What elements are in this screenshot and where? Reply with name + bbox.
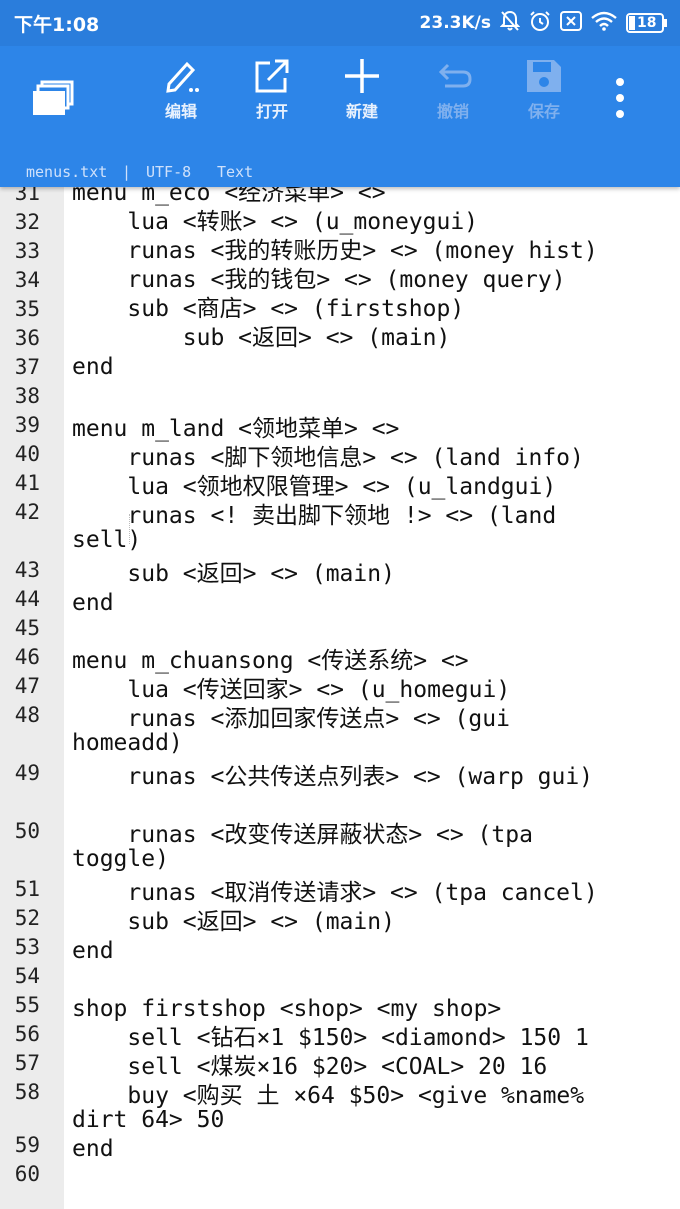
- line-text: end: [72, 1136, 114, 1162]
- line-text: shop firstshop <shop> <my shop>: [72, 996, 502, 1022]
- line-text: runas <! 卖出脚下领地 !> <> (land sell): [72, 503, 557, 553]
- line-number: 33: [14, 239, 40, 263]
- line-number: 57: [14, 1051, 40, 1075]
- line-number: 51: [14, 877, 40, 901]
- line-number: 37: [14, 355, 40, 379]
- info-separator: |: [122, 163, 132, 181]
- edit-label: 编辑: [164, 102, 197, 121]
- line-number: 40: [14, 442, 40, 466]
- open-label: 打开: [255, 102, 288, 121]
- line-number: 44: [14, 587, 40, 611]
- line-number: 52: [14, 906, 40, 930]
- line-text: sell <煤炭×16 $20> <COAL> 20 16: [72, 1054, 548, 1080]
- line-text: runas <脚下领地信息> <> (land info): [72, 445, 584, 471]
- floppy-disk-icon: [527, 60, 561, 92]
- line-number: 56: [14, 1022, 40, 1046]
- save-button[interactable]: 保存: [509, 56, 579, 136]
- line-number: 47: [14, 674, 40, 698]
- line-number: 49: [14, 761, 40, 785]
- status-bar: 下午1:08 23.3K/s 18: [0, 0, 680, 46]
- line-text: runas <我的转账历史> <> (money hist): [72, 238, 598, 264]
- plus-icon: [345, 59, 379, 93]
- tabs-menu-button[interactable]: [30, 80, 76, 120]
- new-label: 新建: [345, 102, 378, 121]
- more-options-button[interactable]: [608, 76, 632, 120]
- line-number: 36: [14, 326, 40, 350]
- undo-label: 撤销: [436, 102, 469, 121]
- line-text: end: [72, 590, 114, 616]
- battery-level: 18: [637, 15, 657, 31]
- line-number-gutter: [0, 187, 64, 1209]
- line-number: 32: [14, 210, 40, 234]
- pencil-icon: [166, 61, 199, 93]
- line-number: 58: [14, 1080, 40, 1104]
- open-button[interactable]: 打开: [237, 56, 307, 136]
- line-number: 46: [14, 645, 40, 669]
- line-text: lua <传送回家> <> (u_homegui): [72, 677, 511, 703]
- new-button[interactable]: 新建: [327, 56, 397, 136]
- line-text: menu m_chuansong <传送系统> <>: [72, 648, 469, 674]
- line-text: lua <转账> <> (u_moneygui): [72, 209, 479, 235]
- status-time: 下午1:08: [14, 14, 100, 36]
- file-encoding: UTF-8: [146, 163, 192, 181]
- toolbar: 编辑 打开 新建 撤销: [0, 46, 680, 148]
- file-name: menus.txt: [26, 163, 108, 181]
- line-number: 48: [14, 703, 40, 727]
- indent-guide: [129, 514, 130, 544]
- line-text: end: [72, 938, 114, 964]
- line-number: 42: [14, 500, 40, 524]
- battery-icon: 18: [626, 13, 668, 33]
- undo-icon: [438, 63, 472, 88]
- line-number: 38: [14, 384, 40, 408]
- line-text: end: [72, 354, 114, 380]
- line-number: 53: [14, 935, 40, 959]
- line-number: 34: [14, 268, 40, 292]
- line-text: sub <返回> <> (main): [72, 325, 451, 351]
- line-text: runas <公共传送点列表> <> (warp gui): [72, 764, 594, 790]
- more-vertical-icon: [616, 78, 624, 118]
- line-text: menu m_land <领地菜单> <>: [72, 416, 400, 442]
- save-label: 保存: [527, 102, 560, 121]
- line-number: 59: [14, 1133, 40, 1157]
- line-number: 60: [14, 1162, 40, 1186]
- line-text: runas <添加回家传送点> <> (gui homeadd): [72, 706, 510, 756]
- stacked-windows-icon: [33, 80, 74, 115]
- undo-button[interactable]: 撤销: [418, 56, 488, 136]
- line-text: sell <钻石×1 $150> <diamond> 150 1: [72, 1025, 589, 1051]
- line-text: sub <商店> <> (firstshop): [72, 296, 465, 322]
- line-number: 41: [14, 471, 40, 495]
- app-header: 下午1:08 23.3K/s 18: [0, 0, 680, 187]
- line-text: runas <我的钱包> <> (money query): [72, 267, 566, 293]
- line-number: 45: [14, 616, 40, 640]
- wifi-icon: [591, 11, 617, 36]
- network-speed: 23.3K/s: [419, 13, 491, 33]
- line-text: sub <返回> <> (main): [72, 909, 395, 935]
- line-number: 54: [14, 964, 40, 988]
- file-mode: Text: [217, 163, 254, 181]
- line-text: buy <购买 土 ×64 $50> <give %name% dirt 64>…: [72, 1083, 585, 1133]
- line-number: 35: [14, 297, 40, 321]
- line-text: lua <领地权限管理> <> (u_landgui): [72, 474, 557, 500]
- line-text: runas <取消传送请求> <> (tpa cancel): [72, 880, 598, 906]
- file-info-bar: menus.txt | UTF-8 Text: [0, 160, 680, 186]
- mute-bell-icon: [499, 10, 521, 37]
- line-text: runas <改变传送屏蔽状态> <> (tpa toggle): [72, 822, 533, 872]
- line-number: 55: [14, 993, 40, 1017]
- alarm-icon: [529, 10, 551, 37]
- line-text: sub <返回> <> (main): [72, 561, 395, 587]
- no-sim-icon: [560, 10, 582, 36]
- status-icons: 23.3K/s 18: [420, 9, 668, 37]
- line-number: 50: [14, 819, 40, 843]
- edit-button[interactable]: 编辑: [146, 56, 216, 136]
- open-external-icon: [255, 59, 289, 93]
- line-number: 39: [14, 413, 40, 437]
- line-number: 43: [14, 558, 40, 582]
